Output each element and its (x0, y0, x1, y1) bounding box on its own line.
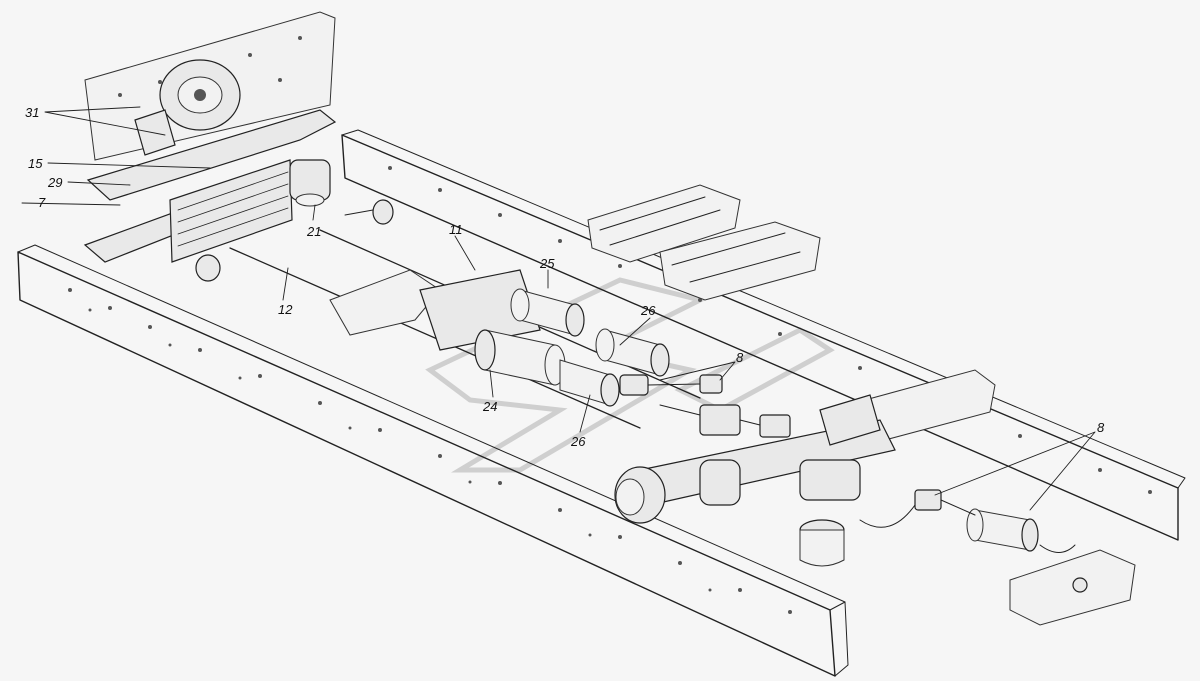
air-spring-bag (799, 519, 845, 567)
front-brake-chamber (195, 254, 221, 282)
air-dryer-unit (159, 59, 241, 131)
air-receiver-25 (510, 288, 585, 337)
callout-11: 11 (449, 222, 463, 237)
spring-bracket-11 (329, 269, 541, 351)
callout-24: 24 (482, 399, 497, 414)
callout-21: 21 (306, 224, 321, 239)
compressor (289, 159, 331, 207)
rear-valve (859, 489, 1076, 553)
callout-26-lower: 26 (570, 434, 586, 449)
callout-7: 7 (38, 195, 46, 210)
brake-chamber-21 (344, 199, 394, 225)
frame-rail-left (17, 244, 849, 677)
rear-cross-piece (1009, 549, 1136, 626)
valve-cluster-8 (619, 374, 791, 438)
callout-29: 29 (47, 175, 62, 190)
air-receiver-24 (474, 329, 566, 386)
mounting-bracket-31 (134, 109, 176, 156)
leader-lines (21, 106, 1096, 511)
rear-axle (614, 394, 896, 524)
rail-left-holes (68, 288, 792, 614)
callout-26-upper: 26 (640, 303, 656, 318)
cross-member-1 (587, 184, 741, 263)
cross-member-2 (659, 221, 821, 301)
air-receiver-26-lower (559, 359, 620, 407)
callout-8-rear: 8 (1097, 420, 1105, 435)
watermark-logo (425, 277, 835, 473)
air-receiver-26-upper (595, 328, 670, 377)
callout-8-upper: 8 (736, 350, 744, 365)
callout-labels: 31 15 29 7 21 12 11 25 26 26 24 8 8 (25, 105, 1105, 449)
callout-31: 31 (25, 105, 39, 120)
callout-25: 25 (539, 256, 555, 271)
radiator-block (169, 159, 293, 263)
callout-12: 12 (278, 302, 293, 317)
frame-rail-right (341, 129, 1186, 541)
callout-15: 15 (28, 156, 43, 171)
rear-receiver (966, 508, 1039, 552)
